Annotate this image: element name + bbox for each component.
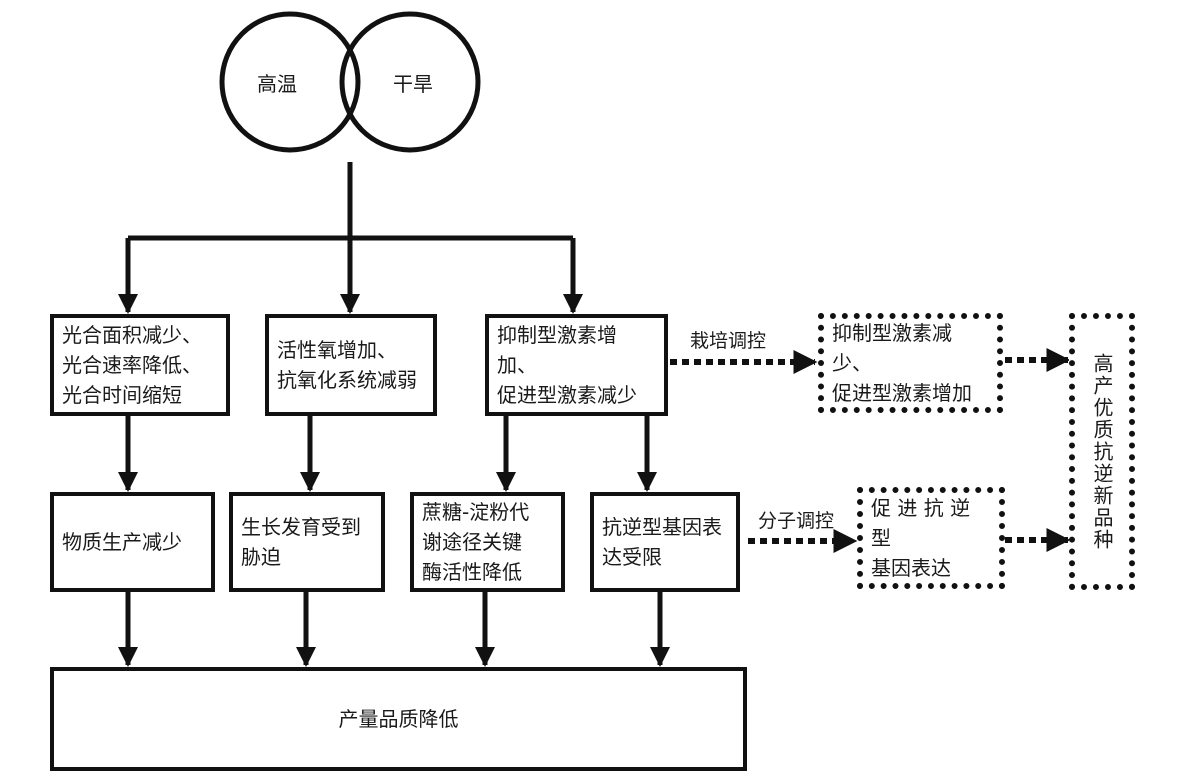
circle-drought [339,11,481,153]
node-hormone-text: 抑制型激素增加、 促进型激素减少 [497,323,637,407]
node-matter-text: 物质生产减少 [62,530,182,554]
node-gene-fix: 促 进 抗 逆 型 基因表达 [857,487,1005,589]
node-yield-text: 产量品质降低 [338,707,459,731]
node-ros-text: 活性氧增加、 抗氧化系统减弱 [277,338,417,392]
node-gene-text: 抗逆型基因表 达受限 [602,515,722,569]
edge-label-cultivation: 栽培调控 [690,330,767,352]
node-goal: 高产优质抗逆新品种 [1069,313,1135,590]
node-yield: 产量品质降低 [50,667,747,771]
node-growth-text: 生长发育受到 胁迫 [241,515,361,569]
node-photosynthesis-text: 光合面积减少、 光合速率降低、 光合时间缩短 [62,323,202,407]
node-gene-fix-text: 促 进 抗 逆 型 基因表达 [871,496,971,580]
node-gene: 抗逆型基因表 达受限 [590,492,740,592]
edge-label-molecular: 分子调控 [758,510,835,532]
node-matter: 物质生产减少 [50,492,215,592]
cause-heat-label: 高温 [257,72,297,96]
node-sucrose: 蔗糖-淀粉代 谢途径关键 酶活性降低 [410,492,565,592]
node-sucrose-text: 蔗糖-淀粉代 谢途径关键 酶活性降低 [422,500,530,584]
node-growth: 生长发育受到 胁迫 [229,492,385,592]
cause-drought-label: 干旱 [393,72,433,96]
node-hormone-fix-text: 抑制型激素减少、 促进型激素增加 [832,321,972,405]
node-ros: 活性氧增加、 抗氧化系统减弱 [265,314,437,416]
node-hormone: 抑制型激素增加、 促进型激素减少 [485,314,668,416]
node-goal-text: 高产优质抗逆新品种 [1090,352,1114,551]
node-photosynthesis: 光合面积减少、 光合速率降低、 光合时间缩短 [50,314,230,416]
circle-heat [219,11,361,153]
node-hormone-fix: 抑制型激素减少、 促进型激素增加 [818,313,1003,413]
